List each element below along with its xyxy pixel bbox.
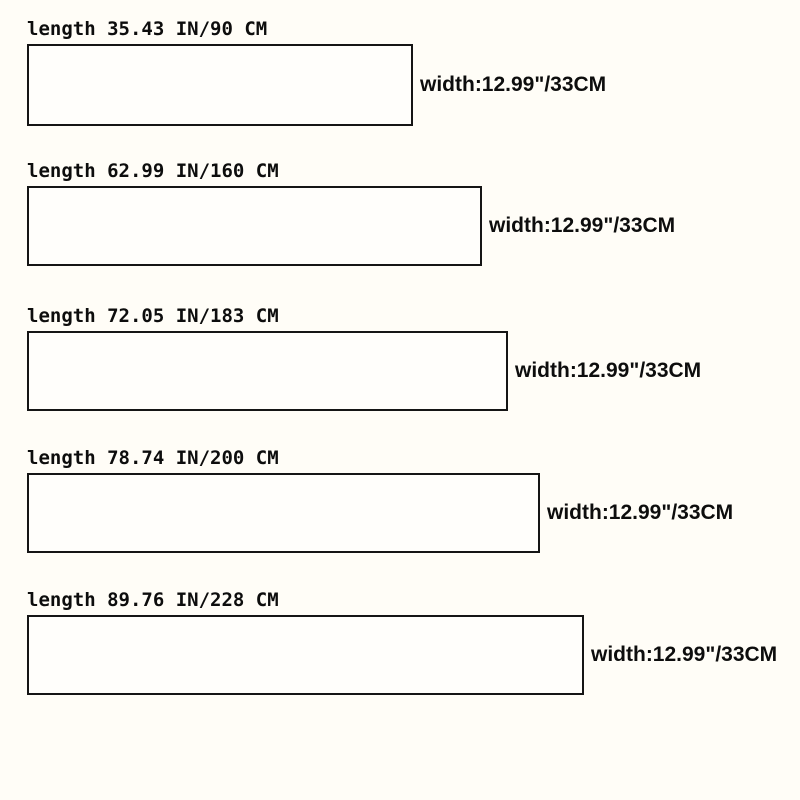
bar-line: width:12.99"/33CM: [27, 44, 606, 126]
length-label: length 35.43 IN/90 CM: [27, 18, 268, 40]
size-row: length 78.74 IN/200 CM width:12.99"/33CM: [27, 445, 733, 553]
width-label: width:12.99"/33CM: [420, 73, 607, 96]
length-bar: [27, 186, 482, 266]
length-label: length 89.76 IN/228 CM: [27, 589, 279, 611]
length-label: length 78.74 IN/200 CM: [27, 447, 279, 469]
length-label: length 72.05 IN/183 CM: [27, 305, 279, 327]
bar-line: width:12.99"/33CM: [27, 615, 777, 695]
bar-line: width:12.99"/33CM: [27, 331, 701, 411]
length-bar: [27, 615, 584, 695]
size-row: length 35.43 IN/90 CM width:12.99"/33CM: [27, 16, 606, 126]
length-bar: [27, 331, 508, 411]
length-label: length 62.99 IN/160 CM: [27, 160, 279, 182]
width-label: width:12.99"/33CM: [515, 359, 702, 382]
length-bar: [27, 44, 413, 126]
size-row: length 72.05 IN/183 CM width:12.99"/33CM: [27, 303, 701, 411]
bar-line: width:12.99"/33CM: [27, 473, 733, 553]
size-row: length 89.76 IN/228 CM width:12.99"/33CM: [27, 587, 777, 695]
width-label: width:12.99"/33CM: [547, 501, 734, 524]
size-chart: length 35.43 IN/90 CM width:12.99"/33CM …: [27, 0, 800, 800]
width-label: width:12.99"/33CM: [591, 643, 778, 666]
bar-line: width:12.99"/33CM: [27, 186, 675, 266]
size-row: length 62.99 IN/160 CM width:12.99"/33CM: [27, 158, 675, 266]
width-label: width:12.99"/33CM: [489, 214, 676, 237]
length-bar: [27, 473, 540, 553]
